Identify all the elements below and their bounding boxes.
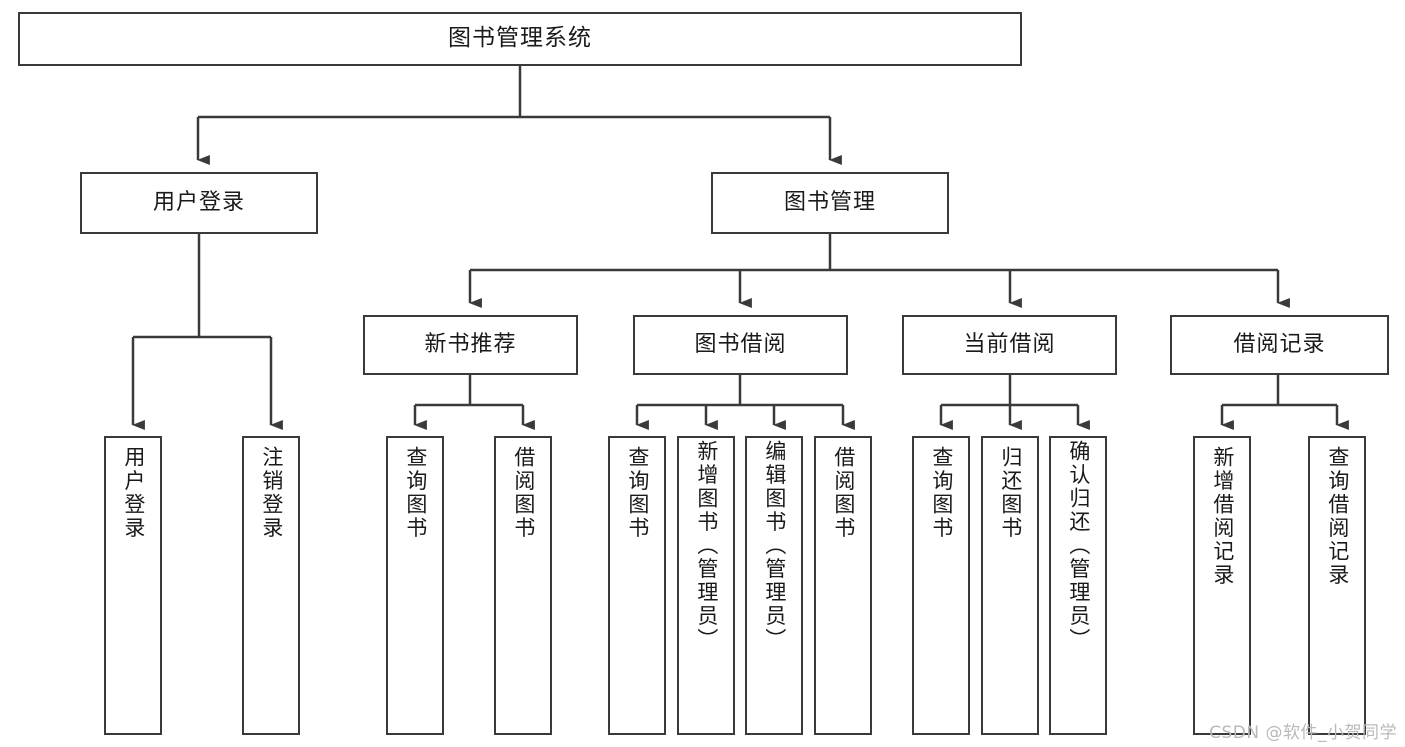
leaf-label: 编辑图书（管理员）	[762, 440, 787, 652]
leaf-new-book-borrow[interactable]: 借阅图书	[494, 436, 552, 735]
node-label: 用户登录	[152, 189, 245, 215]
leaf-label: 查询图书	[625, 446, 650, 540]
node-book-management[interactable]: 图书管理	[711, 172, 949, 234]
node-user-login[interactable]: 用户登录	[80, 172, 318, 234]
node-label: 新书推荐	[424, 331, 517, 357]
leaf-label: 借阅图书	[511, 446, 536, 540]
leaf-label: 借阅图书	[831, 446, 856, 540]
leaf-label: 查询图书	[929, 446, 954, 540]
leaf-new-book-query[interactable]: 查询图书	[386, 436, 444, 735]
node-label: 图书借阅	[694, 331, 787, 357]
leaf-borrow-query-book[interactable]: 查询图书	[608, 436, 666, 735]
leaf-user-login-signout[interactable]: 注销登录	[242, 436, 300, 735]
leaf-label: 归还图书	[998, 446, 1023, 540]
node-label: 借阅记录	[1233, 331, 1326, 357]
node-label: 当前借阅	[963, 331, 1056, 357]
node-label: 图书管理	[783, 189, 876, 215]
leaf-current-return-book[interactable]: 归还图书	[981, 436, 1039, 735]
leaf-record-add[interactable]: 新增借阅记录	[1193, 436, 1251, 735]
leaf-label: 查询借阅记录	[1325, 446, 1350, 587]
leaf-record-query[interactable]: 查询借阅记录	[1308, 436, 1366, 735]
watermark-text: CSDN @软件_小贺同学	[1209, 723, 1397, 743]
leaf-label: 新增图书（管理员）	[694, 440, 719, 652]
node-root-system[interactable]: 图书管理系统	[18, 12, 1022, 66]
leaf-borrow-add-book-admin[interactable]: 新增图书（管理员）	[677, 436, 735, 735]
node-book-borrow[interactable]: 图书借阅	[633, 315, 848, 375]
node-new-book-recommend[interactable]: 新书推荐	[363, 315, 578, 375]
leaf-current-query-book[interactable]: 查询图书	[912, 436, 970, 735]
leaf-label: 用户登录	[121, 446, 146, 540]
leaf-label: 注销登录	[259, 446, 284, 540]
leaf-borrow-edit-book-admin[interactable]: 编辑图书（管理员）	[745, 436, 803, 735]
node-current-borrow[interactable]: 当前借阅	[902, 315, 1117, 375]
leaf-borrow-borrow-book[interactable]: 借阅图书	[814, 436, 872, 735]
node-label: 图书管理系统	[448, 25, 592, 52]
leaf-user-login-signin[interactable]: 用户登录	[104, 436, 162, 735]
leaf-current-confirm-return-admin[interactable]: 确认归还（管理员）	[1049, 436, 1107, 735]
leaf-label: 新增借阅记录	[1210, 446, 1235, 587]
node-borrow-record[interactable]: 借阅记录	[1170, 315, 1389, 375]
leaf-label: 查询图书	[403, 446, 428, 540]
leaf-label: 确认归还（管理员）	[1066, 440, 1091, 652]
